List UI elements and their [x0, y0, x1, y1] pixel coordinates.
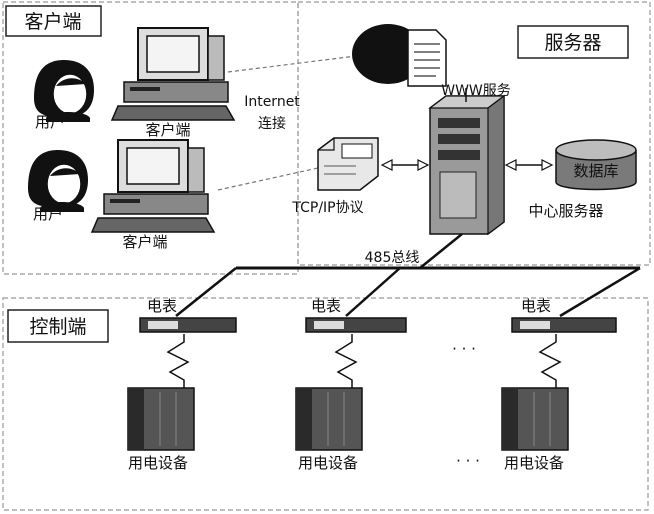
database-label: 数据库	[573, 162, 618, 180]
meter-icon	[511, 317, 617, 333]
user-label: 用户	[33, 205, 63, 223]
control-region-title: 控制端	[7, 309, 109, 343]
power-device-icon	[127, 387, 195, 451]
power-device-label: 用电设备	[128, 454, 188, 472]
meter-device-wire	[538, 334, 562, 390]
svg-text:控制端: 控制端	[29, 316, 86, 338]
user-icon	[28, 150, 88, 212]
meter-device-wire	[166, 334, 190, 390]
bus-drop-line	[559, 266, 641, 318]
user-label: 用户	[35, 113, 65, 131]
svg-text:客户端: 客户端	[24, 11, 81, 33]
central-server-label: 中心服务器	[528, 202, 603, 220]
power-device-label: 用电设备	[298, 454, 358, 472]
internet-connect-label: 连接	[258, 115, 286, 132]
meter-icon	[139, 317, 237, 333]
client-computer-icon	[90, 139, 216, 233]
tcp-link-line	[217, 167, 319, 191]
database-icon	[555, 139, 637, 191]
client-label: 客户端	[122, 233, 167, 251]
power-device-icon	[501, 387, 569, 451]
www-service-label: WWW服务	[441, 83, 511, 99]
server-to-bus-line	[419, 233, 463, 269]
bus-drop-line	[175, 267, 237, 317]
ellipsis-meters: · · ·	[452, 340, 476, 358]
server-database-arrow	[504, 159, 554, 171]
meter-icon	[305, 317, 407, 333]
ellipsis-devices: · · ·	[456, 452, 480, 470]
client-label: 客户端	[145, 121, 190, 139]
tcp-server-arrow	[380, 159, 430, 171]
meter-device-wire	[334, 334, 358, 390]
central-server-icon	[428, 94, 506, 236]
client-region	[2, 1, 299, 275]
tcp-ip-module-icon	[317, 137, 379, 191]
control-region	[2, 297, 649, 511]
power-device-icon	[295, 387, 363, 451]
server-region-title: 服务器	[517, 25, 629, 59]
bus-485-label: 485总线	[365, 250, 420, 266]
internet-link-line	[227, 55, 357, 73]
tcp-ip-label: TCP/IP协议	[291, 200, 363, 216]
meter-label: 电表	[311, 297, 341, 315]
internet-label: Internet	[244, 94, 300, 110]
client-computer-icon	[110, 27, 236, 121]
meter-label: 电表	[147, 297, 177, 315]
bus-drop-line	[345, 267, 401, 317]
www-service-icon	[352, 24, 447, 87]
client-region-title: 客户端	[5, 5, 102, 37]
meter-label: 电表	[521, 297, 551, 315]
svg-text:服务器: 服务器	[544, 32, 601, 54]
user-icon	[34, 60, 94, 122]
power-device-label: 用电设备	[504, 454, 564, 472]
